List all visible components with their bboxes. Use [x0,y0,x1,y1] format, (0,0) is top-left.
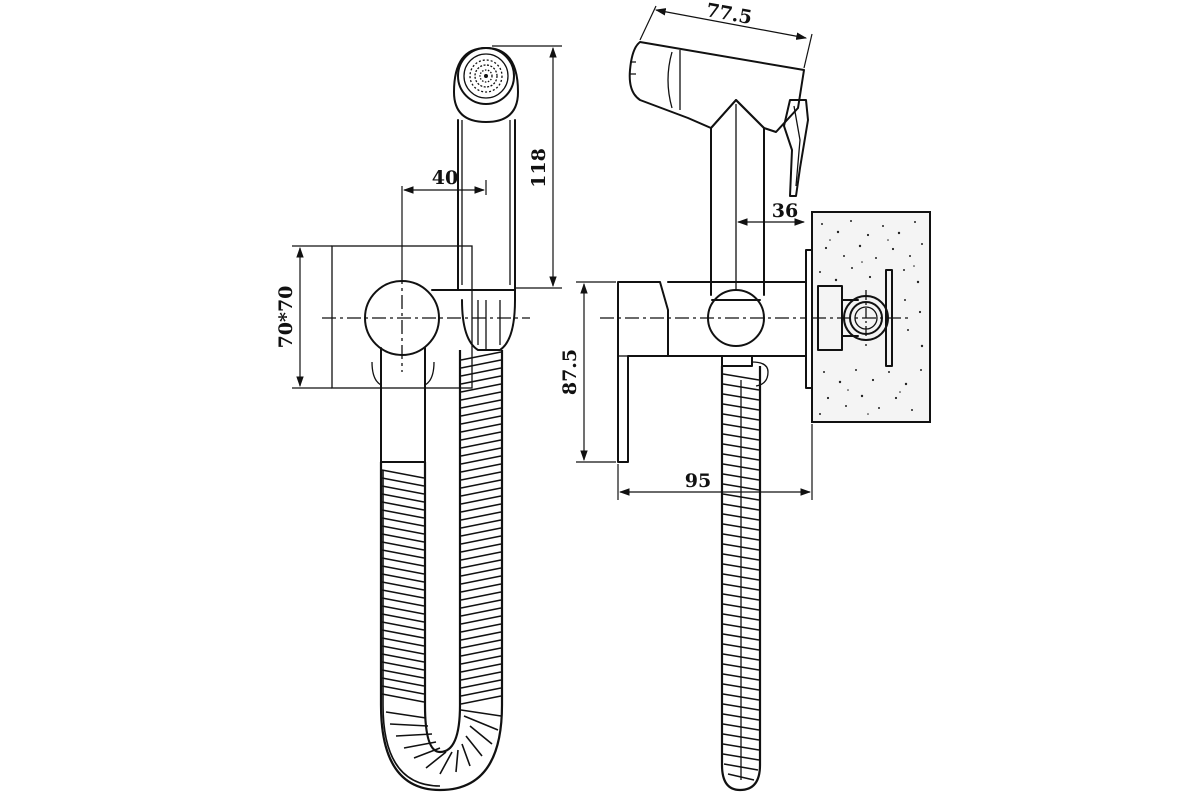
side-handle-stem [710,99,765,296]
side-lever [617,281,669,463]
dim-side-height: 87.5 [559,281,616,463]
dim-front-width: 40 [401,167,487,270]
side-spray-head [628,41,805,133]
dim-side-depth: 95 [617,424,813,500]
front-outlet-body [380,347,426,463]
side-trigger [783,99,809,197]
side-view: 77.5 36 87.5 95 [559,0,931,792]
wall-section [811,211,931,423]
front-handle-stem [457,119,516,291]
front-hose [379,350,504,792]
dim-front-width-label: 40 [432,167,458,189]
dim-front-height: 118 [492,45,562,289]
dim-side-head-length-label: 77.5 [704,0,753,29]
dim-front-height-label: 118 [528,148,550,188]
side-wall-flange [805,249,813,389]
dim-side-offset: 36 [736,200,806,226]
side-hose [720,366,762,792]
dim-side-head-length: 77.5 [639,0,813,69]
dim-plate-size: 70*70 [275,245,332,389]
front-spray-head [453,47,519,123]
front-holder-collar [431,289,516,351]
side-valve-cartridge [812,269,912,367]
side-valve-body [667,281,807,357]
front-view: 40 118 70*70 [275,45,562,792]
dim-plate-size-label: 70*70 [275,286,297,349]
dim-side-height-label: 87.5 [559,349,581,395]
dim-side-offset-label: 36 [772,200,798,222]
dim-side-depth-label: 95 [685,470,711,492]
